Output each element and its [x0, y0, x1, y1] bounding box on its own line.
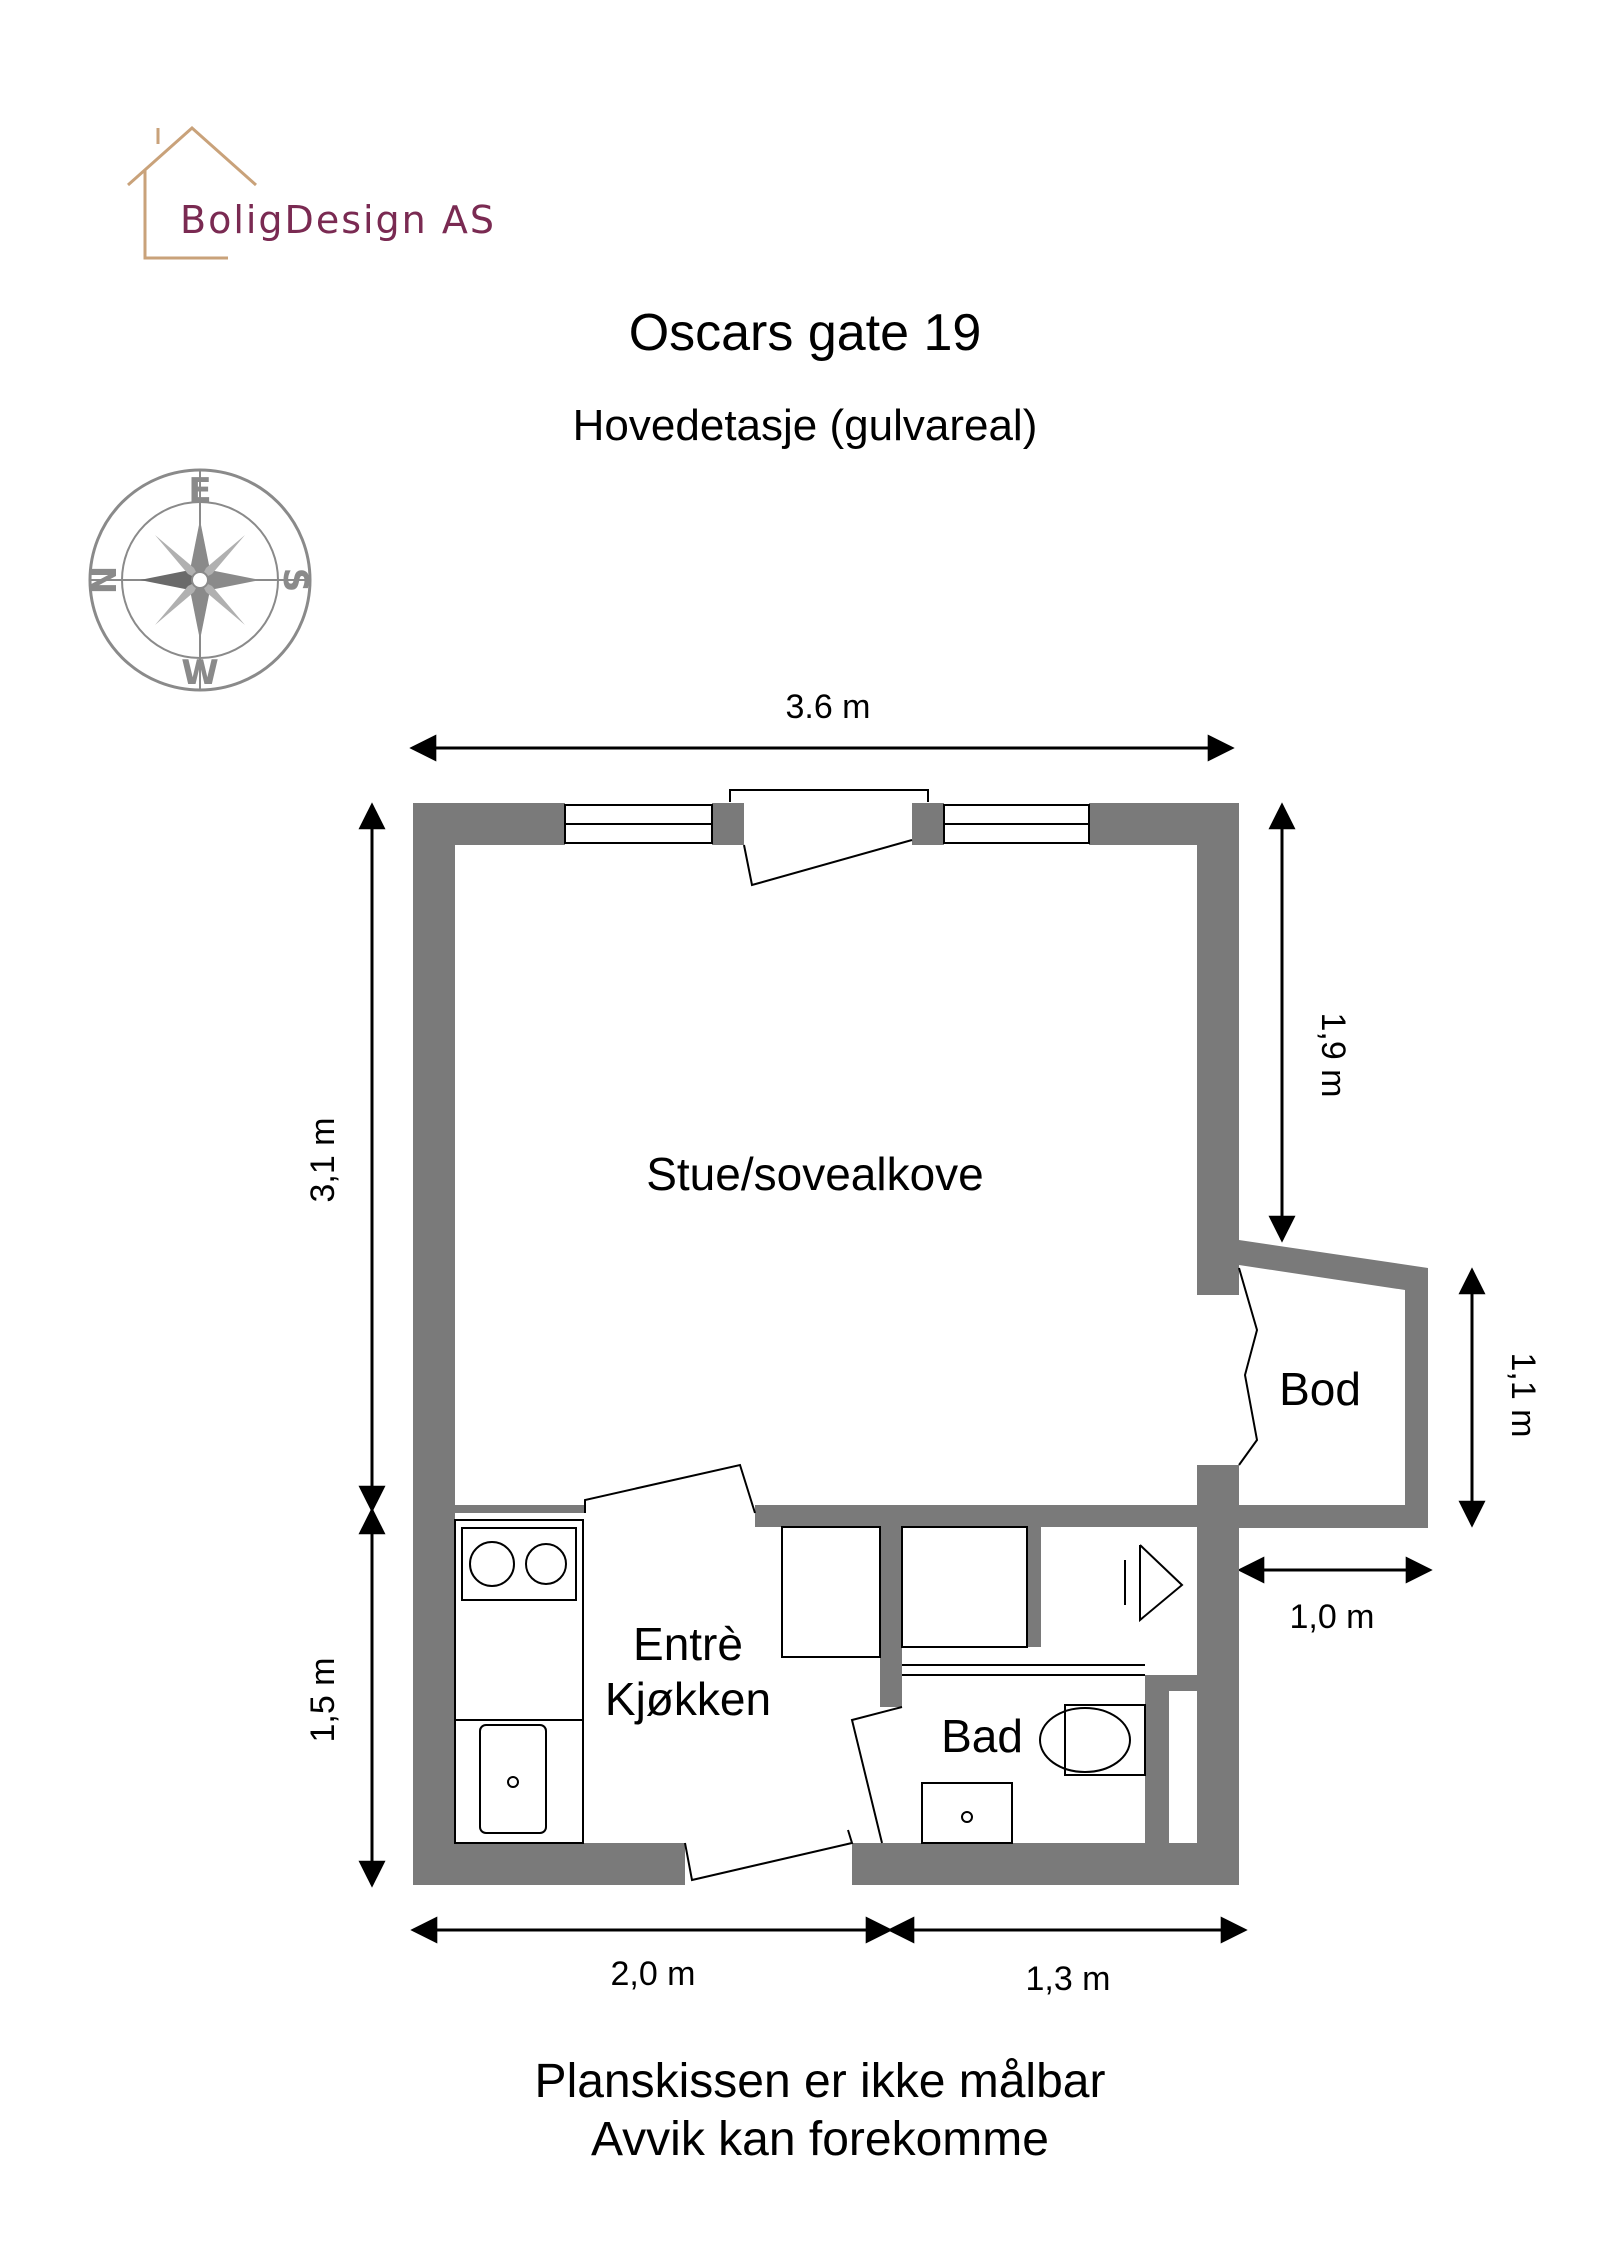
- sink-icon: [479, 1724, 547, 1834]
- compass-north-label: N: [85, 566, 125, 594]
- dimension-right-upper: 1,9 m: [1314, 1012, 1352, 1097]
- walls: [413, 803, 1428, 1885]
- house-logo-icon: [127, 125, 257, 260]
- dimension-left-lower: 1,5 m: [304, 1657, 342, 1742]
- cabinet-left: [781, 1526, 881, 1658]
- compass-south-label: S: [275, 568, 315, 593]
- dimension-bod-height: 1,1 m: [1504, 1352, 1542, 1437]
- stove-icon: [461, 1527, 577, 1601]
- compass-west-label: W: [181, 653, 219, 693]
- plan-subtitle: Hovedetasje (gulvareal): [573, 401, 1038, 450]
- room-label-storage: Bod: [1279, 1363, 1361, 1415]
- dimension-bottom-right: 1,3 m: [1025, 1960, 1110, 1998]
- stove-burner-left-icon: [469, 1541, 515, 1587]
- plan-title: Oscars gate 19: [629, 304, 982, 362]
- dimension-left-upper: 3,1 m: [304, 1117, 342, 1202]
- room-label-entry: Entrè: [633, 1618, 743, 1670]
- dimension-bod-width: 1,0 m: [1289, 1598, 1374, 1636]
- dimension-lines: [358, 734, 1486, 1944]
- dimension-bottom-left: 2,0 m: [610, 1955, 695, 1993]
- company-logo: BoligDesign AS: [127, 125, 496, 260]
- dimension-top-width: 3.6 m: [785, 688, 870, 726]
- kitchen-fixtures: [454, 1519, 584, 1844]
- stove-burner-right-icon: [525, 1543, 567, 1585]
- disclaimer-line-1: Planskissen er ikke målbar: [535, 2055, 1106, 2108]
- logo-text: BoligDesign AS: [180, 198, 496, 242]
- compass-east-label: E: [188, 471, 211, 511]
- toilet-tank-icon: [1064, 1704, 1146, 1776]
- shower-icon: [1139, 1544, 1184, 1623]
- washbasin-icon: [921, 1782, 1013, 1844]
- cabinet-right: [901, 1526, 1028, 1648]
- doors: [584, 789, 1259, 1882]
- room-label-living: Stue/sovealkove: [646, 1148, 984, 1200]
- disclaimer-line-2: Avvik kan forekomme: [591, 2113, 1049, 2166]
- windows: [564, 804, 1090, 844]
- room-label-bath: Bad: [941, 1710, 1023, 1762]
- toilet-bowl-icon: [1039, 1707, 1131, 1773]
- room-label-kitchen: Kjøkken: [605, 1673, 771, 1725]
- compass-rose-icon: E W N S: [85, 468, 315, 693]
- bath-fixtures: [781, 1526, 1184, 1844]
